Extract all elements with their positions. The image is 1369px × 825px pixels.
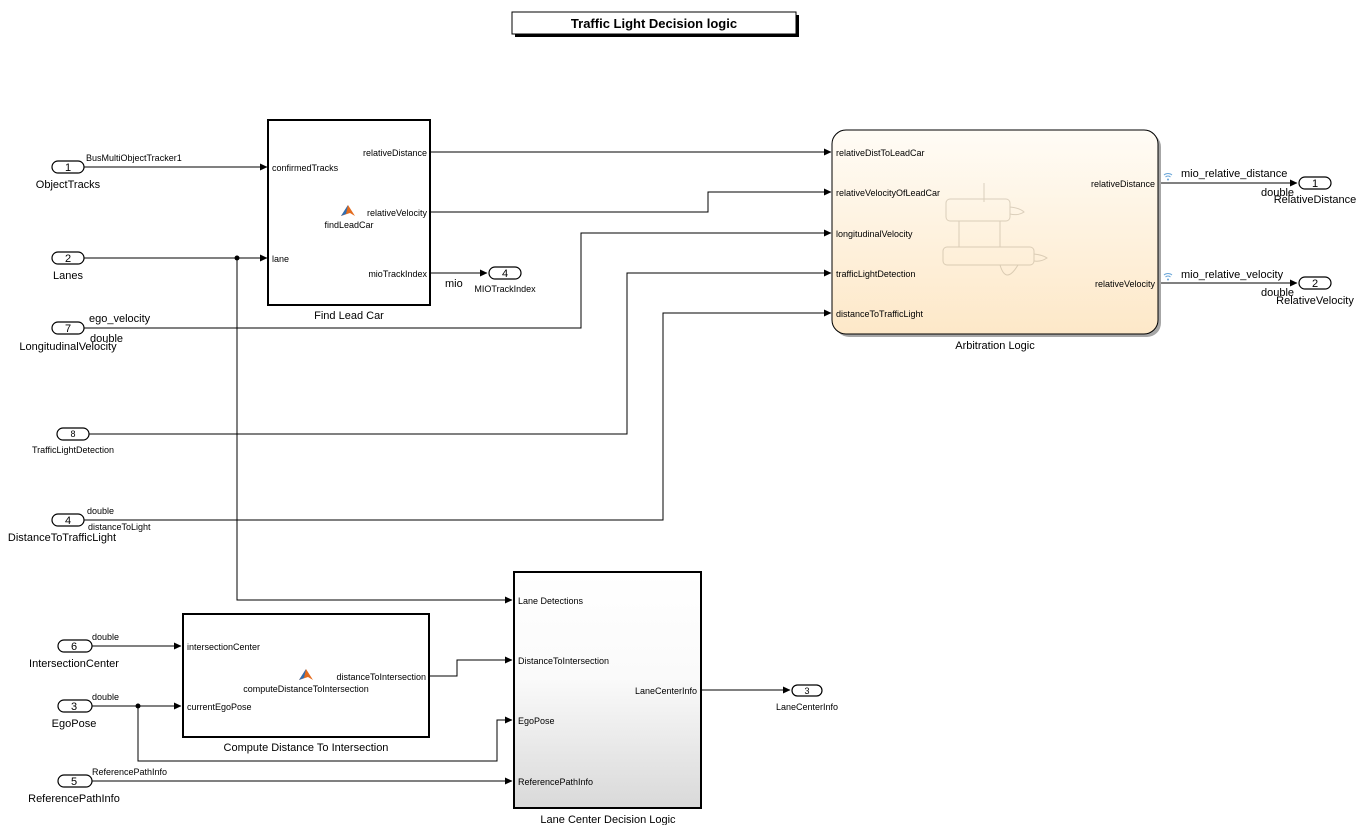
block-name: Compute Distance To Intersection <box>224 742 389 754</box>
wifi-icon <box>1163 173 1173 181</box>
wifi-icon <box>1163 273 1173 281</box>
block-compute-distance[interactable]: intersectionCenter currentEgoPose distan… <box>182 613 430 754</box>
port-label-lane: lane <box>272 254 289 264</box>
signal-label-ego-velocity: ego_velocity <box>89 313 151 325</box>
block-name: Arbitration Logic <box>955 340 1035 352</box>
wire-trafficlight <box>89 269 832 435</box>
wire-egopose-branch <box>137 706 513 762</box>
signal-label-mio-relative-velocity: mio_relative_velocity <box>1181 269 1284 281</box>
outport-relativevelocity[interactable]: 2 RelativeVelocity <box>1276 276 1354 307</box>
port-label-reldisttoleadcar: relativeDistToLeadCar <box>836 148 925 158</box>
inport-number: 7 <box>65 323 71 335</box>
inport-name: IntersectionCenter <box>29 658 119 670</box>
outport-name: LaneCenterInfo <box>776 702 838 712</box>
port-label-intersectioncenter: intersectionCenter <box>187 642 260 652</box>
inport-egopose[interactable]: 3 EgoPose <box>52 699 97 730</box>
stateflow-chart-icon <box>942 183 1048 276</box>
inport-number: 6 <box>71 641 77 653</box>
port-label-currentegopose: currentEgoPose <box>187 702 252 712</box>
port-label-relvelocityofleadcar: relativeVelocityOfLeadCar <box>836 188 940 198</box>
dtype-label-relvel: double <box>1261 287 1294 299</box>
port-label-miotrackindex: mioTrackIndex <box>368 269 427 279</box>
outport-name: RelativeVelocity <box>1276 295 1354 307</box>
port-label-egopose: EgoPose <box>518 716 555 726</box>
matlab-function-icon <box>299 669 313 680</box>
dtype-label-intersection: double <box>92 632 119 642</box>
block-arbitration-logic[interactable]: relativeDistToLeadCar relativeVelocityOf… <box>831 129 1161 352</box>
wire-disttointersection <box>429 656 513 677</box>
inport-longitudinalvelocity[interactable]: 7 LongitudinalVelocity <box>19 321 117 353</box>
function-name: findLeadCar <box>324 220 373 230</box>
port-label-trafficlightdetection: trafficLightDetection <box>836 269 915 279</box>
outport-miotrackindex[interactable]: 4 MIOTrackIndex <box>474 266 536 294</box>
inport-objecttracks[interactable]: 1 ObjectTracks <box>36 160 101 191</box>
outport-number: 3 <box>804 686 809 696</box>
signal-label-distance-light: distanceToLight <box>88 522 151 532</box>
block-lane-center-decision[interactable]: Lane Detections DistanceToIntersection E… <box>513 571 702 825</box>
outport-name: MIOTrackIndex <box>474 284 536 294</box>
block-name: Find Lead Car <box>314 310 384 322</box>
wire-distance-light <box>84 309 832 521</box>
port-label-distancetointersection-in: DistanceToIntersection <box>518 656 609 666</box>
inport-number: 2 <box>65 253 71 265</box>
port-label-referencepathinfo: ReferencePathInfo <box>518 777 593 787</box>
inport-distancetotrafficlight[interactable]: 4 DistanceToTrafficLight <box>8 513 116 544</box>
outport-number: 1 <box>1312 178 1318 190</box>
dtype-label-reldist: double <box>1261 187 1294 199</box>
inport-name: ObjectTracks <box>36 179 101 191</box>
block-name: Lane Center Decision Logic <box>540 814 676 825</box>
wire-relativevelocity <box>431 188 832 213</box>
outport-lanecenterinfo[interactable]: 3 LaneCenterInfo <box>776 684 838 712</box>
inport-name: ReferencePathInfo <box>28 793 120 805</box>
signal-label-mio-relative-distance: mio_relative_distance <box>1181 168 1287 180</box>
port-label-relativedistance: relativeDistance <box>363 148 427 158</box>
block-find-lead-car[interactable]: confirmedTracks lane relativeDistance re… <box>267 119 431 322</box>
port-label-lanedetections: Lane Detections <box>518 596 584 606</box>
inport-name: Lanes <box>53 270 83 282</box>
outport-number: 4 <box>502 268 508 280</box>
signal-label-mio: mio <box>445 278 463 290</box>
outport-number: 2 <box>1312 278 1318 290</box>
port-label-lanecenterinfo: LaneCenterInfo <box>635 686 697 696</box>
wire-longitudinal <box>84 229 832 329</box>
port-label-relativedistance-out: relativeDistance <box>1091 179 1155 189</box>
port-label-distancetointersection: distanceToIntersection <box>336 672 426 682</box>
dtype-label-distance-light: double <box>87 506 114 516</box>
inport-number: 1 <box>65 162 71 174</box>
diagram-title: Traffic Light Decision logic <box>571 16 737 31</box>
outport-relativedistance[interactable]: 1 RelativeDistance <box>1274 176 1357 206</box>
inport-referencepathinfo[interactable]: 5 ReferencePathInfo <box>28 774 120 805</box>
signal-label-referencepath: ReferencePathInfo <box>92 767 167 777</box>
dtype-label-egopose: double <box>92 692 119 702</box>
inport-lanes[interactable]: 2 Lanes <box>51 251 85 282</box>
wire-lanes-branch <box>236 258 513 604</box>
inport-number: 5 <box>71 776 77 788</box>
signal-label-objecttracks: BusMultiObjectTracker1 <box>86 153 182 163</box>
port-label-distancetotrafficlight: distanceToTrafficLight <box>836 309 924 319</box>
function-name: computeDistanceToIntersection <box>243 684 369 694</box>
inport-name: LongitudinalVelocity <box>19 341 117 353</box>
dtype-label-longitudinal: double <box>90 333 123 345</box>
inport-trafficlightdetection[interactable]: 8 TrafficLightDetection <box>32 427 114 455</box>
inport-name: DistanceToTrafficLight <box>8 532 116 544</box>
inport-intersectioncenter[interactable]: 6 IntersectionCenter <box>29 639 119 670</box>
inport-number: 8 <box>70 429 75 439</box>
inport-number: 4 <box>65 515 71 527</box>
port-label-longitudinalvelocity: longitudinalVelocity <box>836 229 913 239</box>
matlab-function-icon <box>341 205 355 216</box>
inport-name: TrafficLightDetection <box>32 445 114 455</box>
outport-name: RelativeDistance <box>1274 194 1357 206</box>
inport-number: 3 <box>71 701 77 713</box>
port-label-relativevelocity-out: relativeVelocity <box>1095 279 1156 289</box>
port-label-confirmedtracks: confirmedTracks <box>272 163 339 173</box>
port-label-relativevelocity: relativeVelocity <box>367 208 428 218</box>
title-annotation: Traffic Light Decision logic <box>511 11 799 37</box>
signal-lines <box>84 148 1298 785</box>
inport-name: EgoPose <box>52 718 97 730</box>
